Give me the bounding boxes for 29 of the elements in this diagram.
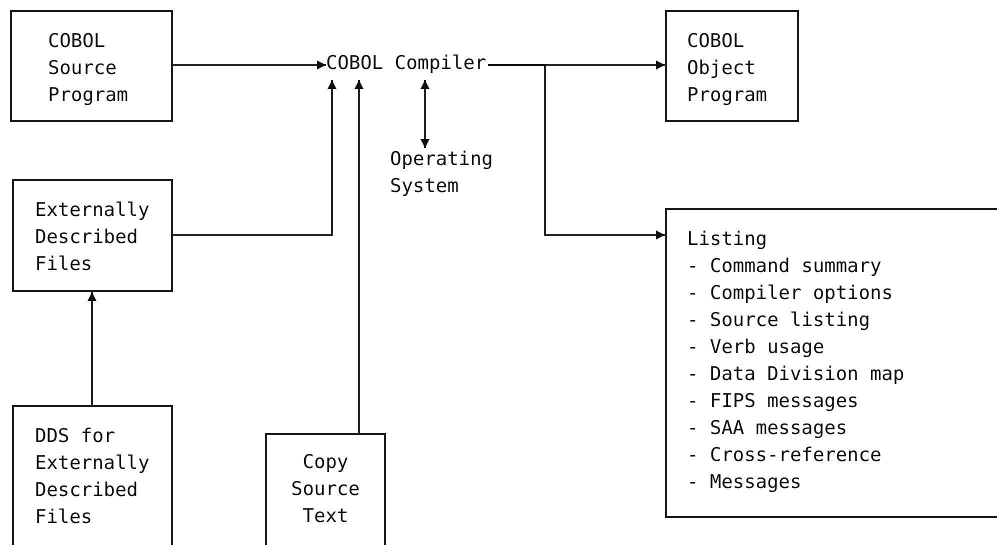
arrow [173,80,336,236]
list-item: - Compiler options [687,281,894,306]
arrow [173,60,326,70]
arrow [488,64,665,240]
list-item: - Command summary [687,254,882,279]
list-item: - Source listing [687,308,872,333]
list-item: - Verb usage [687,335,826,360]
node-label: Operating System [390,147,494,199]
node-label: Externally Described Files [35,198,150,277]
list-item: - Data Division map [687,362,906,387]
arrow [420,80,430,148]
node-label: Copy Source Text [290,450,361,529]
process-box [10,10,173,122]
list-heading: Listing [687,227,768,252]
input-box [12,405,173,545]
node-label: DDS for Externally Described Files [35,424,150,530]
arrow [88,292,96,405]
node-label: COBOL Source Program [48,29,130,108]
output-box [665,10,799,122]
arrow [354,80,364,433]
list-item: - SAA messages [687,416,848,441]
list-item: - Messages [687,470,802,495]
list-item: - Cross-reference [687,443,882,468]
input-box [265,433,386,545]
input-box [12,179,173,292]
node-label: COBOL Compiler [326,51,488,76]
node-label: COBOL Object Program [687,29,768,108]
list-item: - FIPS messages [687,389,860,414]
output-box [665,208,997,518]
